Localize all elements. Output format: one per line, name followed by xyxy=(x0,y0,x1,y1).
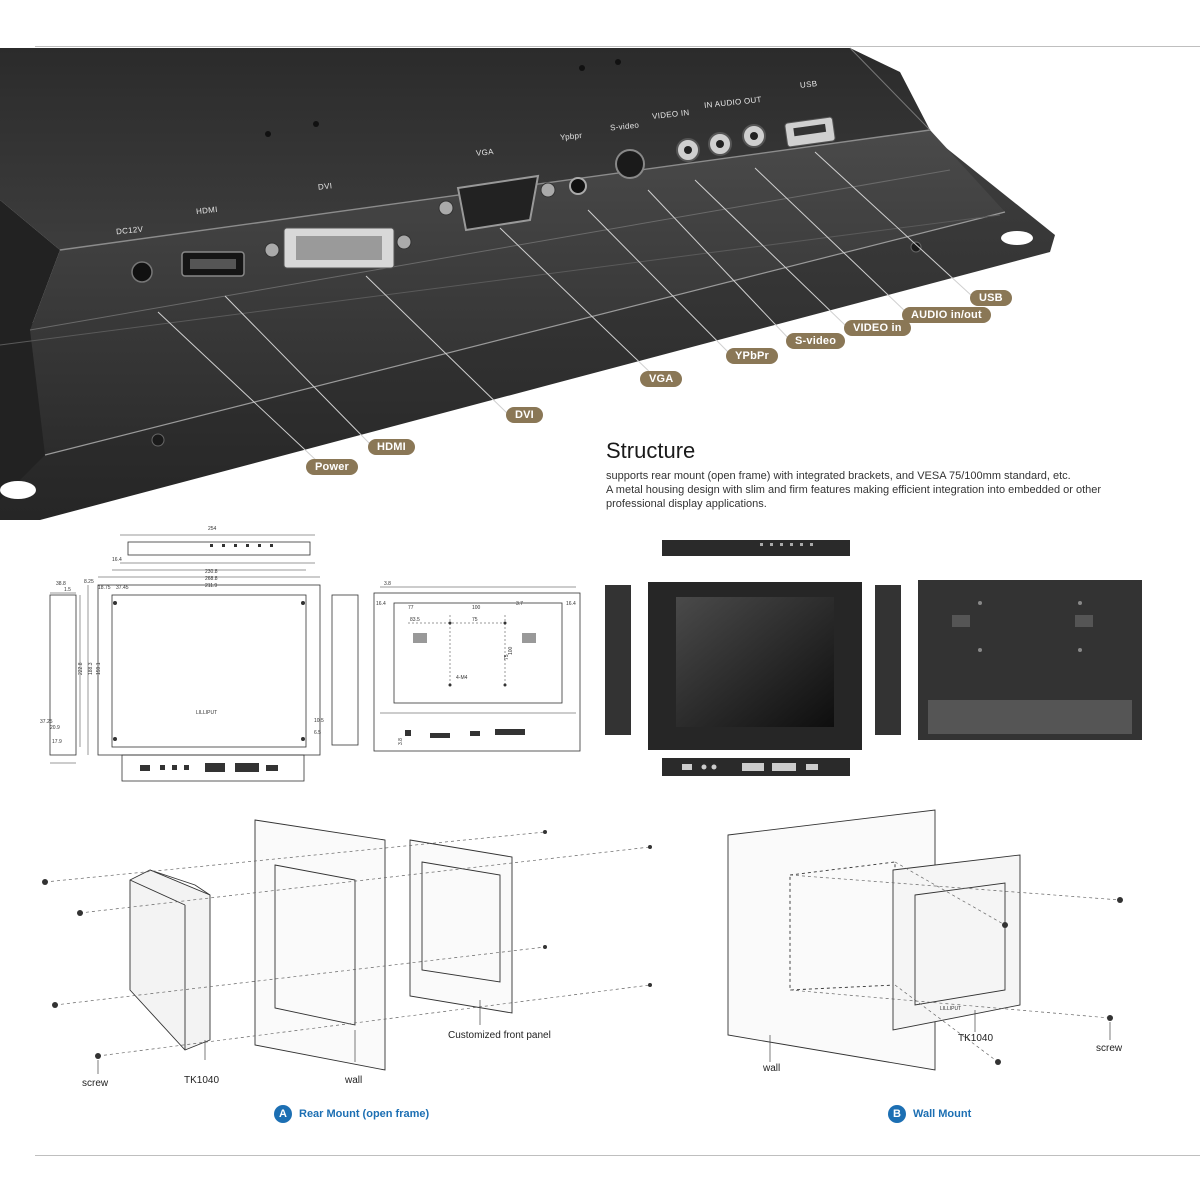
svg-text:211.9: 211.9 xyxy=(205,583,217,589)
caption-model-a: TK1040 xyxy=(184,1075,220,1086)
caption-model-b: TK1040 xyxy=(958,1033,994,1044)
monitor-b xyxy=(892,854,1021,1031)
caption-wall-b: wall xyxy=(763,1063,781,1074)
svg-text:268.8: 268.8 xyxy=(205,576,218,582)
dimension-drawings: 254 230.8 268.8 211.9 16.4 38.8 1.5 8.25… xyxy=(40,526,581,782)
structure-line-1: supports rear mount (open frame) with in… xyxy=(606,470,1071,482)
caption-wall-a: wall xyxy=(345,1075,363,1086)
callout-svideo: S-video xyxy=(786,333,846,349)
svg-text:4-M4: 4-M4 xyxy=(456,675,468,681)
svg-text:6.5: 6.5 xyxy=(314,730,321,736)
svg-text:38.8: 38.8 xyxy=(56,581,66,587)
mounting-diagrams: LILLIPUT xyxy=(42,809,1123,1074)
product-renders xyxy=(605,540,1142,776)
svg-text:83.5: 83.5 xyxy=(410,617,420,623)
front-panel-a xyxy=(409,839,513,1014)
svg-text:159.1: 159.1 xyxy=(96,662,102,675)
front-brand: LILLIPUT xyxy=(196,710,217,716)
bottom-rule xyxy=(35,1155,1200,1156)
svg-text:16.4: 16.4 xyxy=(112,557,122,563)
svg-text:77: 77 xyxy=(408,605,414,611)
left-side xyxy=(0,200,60,500)
svg-text:100: 100 xyxy=(472,605,481,611)
svg-text:20.9: 20.9 xyxy=(50,725,60,731)
badge-a: A xyxy=(274,1105,292,1123)
rear-panel-illustration xyxy=(0,47,1055,520)
wall-a xyxy=(254,819,386,1071)
callout-power: Power xyxy=(306,459,359,475)
callout-hdmi: HDMI xyxy=(368,439,415,455)
ypbpr-port xyxy=(569,177,587,195)
svg-text:230.8: 230.8 xyxy=(205,569,218,575)
dc-port xyxy=(131,261,153,283)
structure-line-2: A metal housing design with slim and fir… xyxy=(606,484,1102,496)
svg-text:37.25: 37.25 xyxy=(40,719,53,725)
svg-text:1.5: 1.5 xyxy=(64,587,71,593)
vga-port xyxy=(456,174,540,232)
svg-text:16.4: 16.4 xyxy=(376,601,386,607)
brand-b: LILLIPUT xyxy=(940,1006,961,1012)
callout-usb: USB xyxy=(970,290,1012,306)
top-rule xyxy=(35,46,1200,47)
svg-text:18.75: 18.75 xyxy=(98,585,111,591)
svg-text:17.9: 17.9 xyxy=(52,739,62,745)
caption-screw-b: screw xyxy=(1096,1043,1123,1054)
callout-video-in: VIDEO in xyxy=(844,320,911,336)
caption-screw-a: screw xyxy=(82,1078,109,1089)
callout-ypbpr: YPbPr xyxy=(726,348,779,364)
section-title-rear-mount: Rear Mount (open frame) xyxy=(299,1108,430,1120)
svg-text:37.45: 37.45 xyxy=(116,585,129,591)
structure-title: Structure xyxy=(606,438,696,463)
svg-text:100: 100 xyxy=(508,646,514,655)
structure-line-3: professional display applications. xyxy=(606,498,767,510)
housing-top-face xyxy=(0,48,930,250)
wall-b xyxy=(727,809,936,1071)
svg-text:222.8: 222.8 xyxy=(78,662,84,675)
section-title-wall-mount: Wall Mount xyxy=(913,1108,972,1120)
port-label-dvi: DVI xyxy=(317,181,333,192)
port-label-usb: USB xyxy=(799,79,818,90)
svg-text:3.8: 3.8 xyxy=(384,581,391,587)
svg-text:8.25: 8.25 xyxy=(84,579,94,585)
monitor-a xyxy=(129,869,211,1051)
callout-dvi: DVI xyxy=(506,407,543,423)
svg-text:75: 75 xyxy=(504,654,510,660)
caption-front-panel: Customized front panel xyxy=(448,1030,551,1041)
svg-text:3.8: 3.8 xyxy=(398,738,404,745)
svg-text:10.5: 10.5 xyxy=(314,718,324,724)
svg-text:16.4: 16.4 xyxy=(566,601,576,607)
port-face xyxy=(30,130,1005,455)
dim-top-width: 254 xyxy=(208,526,217,532)
port-label-vga: VGA xyxy=(475,147,495,158)
badge-b: B xyxy=(888,1105,906,1123)
svg-text:75: 75 xyxy=(472,617,478,623)
svideo-port xyxy=(615,149,645,179)
svg-text:188.3: 188.3 xyxy=(88,662,94,675)
callout-vga: VGA xyxy=(640,371,683,387)
svg-text:3.7: 3.7 xyxy=(516,601,523,607)
callout-audio: AUDIO in/out xyxy=(902,307,991,323)
